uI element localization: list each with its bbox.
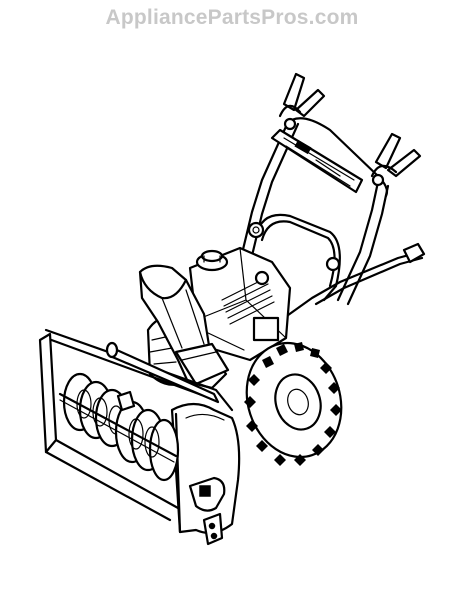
discharge-chute bbox=[138, 264, 230, 390]
handle-knob bbox=[247, 221, 265, 239]
auger-housing bbox=[38, 328, 241, 535]
skid-shoe bbox=[188, 476, 226, 546]
site-watermark: AppliancePartsPros.com bbox=[105, 6, 359, 29]
dashboard-panel bbox=[270, 128, 364, 194]
control-levers bbox=[278, 72, 422, 187]
augers bbox=[58, 372, 180, 482]
fuel-cap bbox=[195, 249, 229, 272]
chute-crank-rod bbox=[268, 242, 426, 330]
